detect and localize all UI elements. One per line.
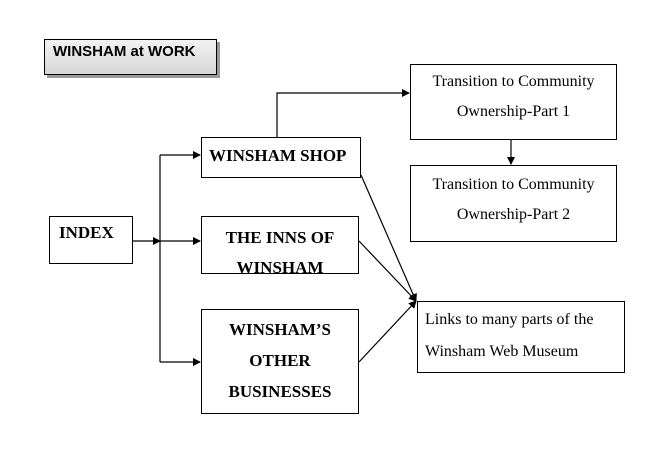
edge-inns-to-links xyxy=(358,240,417,302)
node-links-line-2: Winsham Web Museum xyxy=(425,343,579,360)
node-winsham-shop-label: WINSHAM SHOP xyxy=(209,146,347,165)
diagram-title-text: WINSHAM at WORK xyxy=(53,43,196,60)
edge-other-to-links xyxy=(358,300,417,363)
node-index: INDEX xyxy=(49,216,133,264)
diagram-title: WINSHAM at WORK xyxy=(44,39,217,75)
node-transition-part-1: Transition to Community Ownership-Part 1 xyxy=(410,64,617,140)
node-other-businesses: WINSHAM’S OTHER BUSINESSES xyxy=(201,309,359,414)
node-transition2-line-1: Transition to Community xyxy=(432,176,595,193)
node-links-web-museum: Links to many parts of the Winsham Web M… xyxy=(417,301,625,373)
node-inns-of-winsham: THE INNS OF WINSHAM xyxy=(201,216,359,277)
edge-shop-to-transition1 xyxy=(276,89,410,137)
node-other-line-3: BUSINESSES xyxy=(228,382,332,401)
node-links-line-1: Links to many parts of the xyxy=(425,311,594,328)
edge-shop-to-links xyxy=(360,174,417,302)
node-inns-line-2: WINSHAM xyxy=(236,258,324,277)
node-transition1-line-1: Transition to Community xyxy=(432,73,595,90)
node-other-line-2: OTHER xyxy=(249,351,311,370)
node-transition-part-2: Transition to Community Ownership-Part 2 xyxy=(410,165,617,242)
node-transition1-line-2: Ownership-Part 1 xyxy=(456,103,571,120)
node-other-line-1: WINSHAM’S xyxy=(228,320,331,339)
node-index-label: INDEX xyxy=(59,223,114,242)
node-winsham-shop: WINSHAM SHOP xyxy=(201,137,361,178)
node-transition2-line-2: Ownership-Part 2 xyxy=(456,206,571,223)
node-inns-line-1: THE INNS OF xyxy=(225,228,335,247)
